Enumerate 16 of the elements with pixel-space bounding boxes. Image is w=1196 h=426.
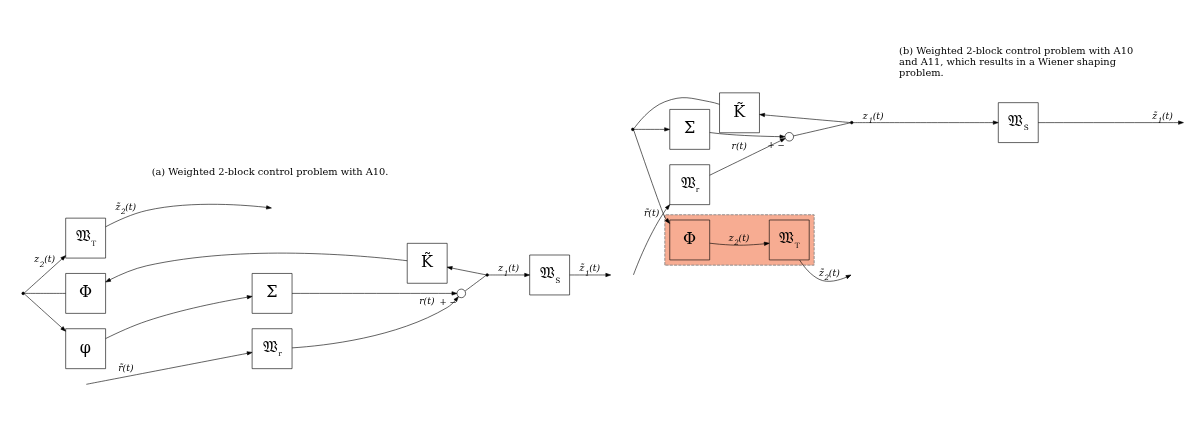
label: (a) Weighted 2-block control problem with A10. <box>151 165 389 177</box>
edge-label: z$_{1}$(t) <box>498 261 520 278</box>
edge-label: r(t) <box>419 294 435 306</box>
edge-label: z̃$_{1}$(t) <box>579 261 601 278</box>
label: (b) Weighted 2-block control problem with A10 and A11, which results in a Wiener shaping problem. <box>899 44 1134 78</box>
edge-label: r̃(t) <box>643 206 660 218</box>
edge-label: z$_{2}$(t) <box>34 252 56 269</box>
node-label: + − <box>767 139 785 150</box>
edge-label: z$_{2}$(t) <box>728 231 750 247</box>
edge-label: z̃$_{2}$(t) <box>115 200 137 216</box>
edge-label: z̃$_{2}$(t) <box>819 266 840 282</box>
edge-label: r̃(t) <box>118 361 134 373</box>
edge-label: z̃$_{1}$(t) <box>1152 109 1173 125</box>
edge-label: r(t) <box>731 139 747 151</box>
node-label: + − <box>439 296 457 307</box>
edge-label: z$_{1}$(t) <box>862 109 884 125</box>
